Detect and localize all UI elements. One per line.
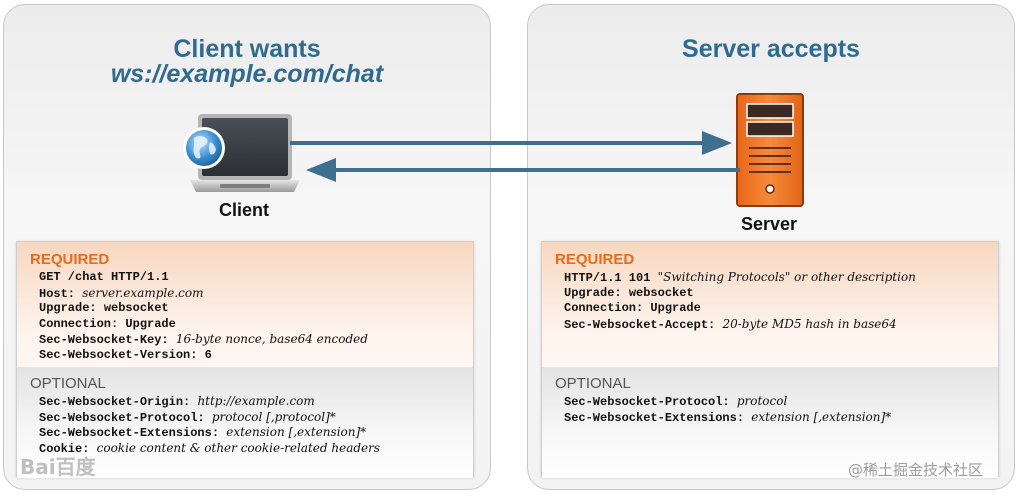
- header-value: 16-byte nonce, base64 encoded: [175, 332, 368, 346]
- header-line: Host: server.example.com: [39, 286, 368, 302]
- header-key: Cookie:: [39, 441, 90, 456]
- header-value: "Switching Protocols" or other descripti…: [657, 270, 916, 284]
- server-headers-card: REQUIRED HTTP/1.1 101 "Switching Protoco…: [541, 241, 999, 478]
- juejin-watermark: @稀土掘金技术社区: [848, 461, 984, 479]
- handshake-arrows: [290, 131, 740, 182]
- header-key: Sec-Websocket-Protocol:: [39, 410, 205, 425]
- header-line: Sec-Websocket-Extensions: extension [,ex…: [564, 410, 891, 426]
- client-label: Client: [218, 200, 269, 220]
- server-title: Server accepts: [682, 35, 860, 63]
- header-value: 20-byte MD5 hash in base64: [722, 316, 897, 331]
- header-key: Host:: [39, 286, 76, 301]
- header-line: Sec-Websocket-Version: 6: [39, 348, 368, 364]
- client-optional-title: OPTIONAL: [30, 375, 106, 392]
- header-line: Upgrade: websocket: [564, 286, 916, 302]
- header-key: Upgrade:: [39, 301, 97, 315]
- server-tower-icon: [736, 93, 804, 207]
- header-value: /chat HTTP/1.1: [60, 270, 169, 284]
- header-line: Sec-Websocket-Origin: http://example.com: [39, 394, 380, 410]
- server-optional-section: OPTIONAL Sec-Websocket-Protocol: protoco…: [542, 368, 998, 478]
- client-required-title: REQUIRED: [30, 251, 110, 268]
- laptop-globe-icon: [183, 114, 300, 192]
- header-value: protocol [,protocol]*: [211, 409, 336, 424]
- header-value: websocket: [628, 285, 694, 300]
- baidu-watermark: Bai百度: [20, 455, 96, 479]
- header-line: Connection: Upgrade: [39, 317, 368, 333]
- header-line: GET /chat HTTP/1.1: [39, 270, 368, 286]
- header-line: Sec-Websocket-Accept: 20-byte MD5 hash i…: [564, 317, 916, 333]
- server-required-section: REQUIRED HTTP/1.1 101 "Switching Protoco…: [542, 242, 998, 368]
- client-url: ws://example.com/chat: [110, 60, 384, 88]
- header-key: Sec-Websocket-Version:: [39, 347, 198, 362]
- header-key: Sec-Websocket-Origin:: [39, 395, 191, 409]
- header-value: Upgrade: [125, 316, 176, 331]
- header-line: Connection: Upgrade: [564, 301, 916, 317]
- header-value: extension [,extension]*: [226, 425, 367, 439]
- header-value: 6: [204, 347, 212, 362]
- header-line: Sec-Websocket-Protocol: protocol [,proto…: [39, 410, 380, 426]
- client-optional-section: OPTIONAL Sec-Websocket-Origin: http://ex…: [17, 368, 473, 478]
- header-line: Sec-Websocket-Protocol: protocol: [564, 394, 891, 410]
- header-key: GET: [39, 270, 61, 284]
- header-key: Upgrade:: [564, 285, 622, 300]
- header-key: Sec-Websocket-Accept:: [564, 317, 716, 332]
- header-line: HTTP/1.1 101 "Switching Protocols" or ot…: [564, 270, 916, 286]
- server-required-title: REQUIRED: [555, 251, 635, 268]
- header-line: Upgrade: websocket: [39, 301, 368, 317]
- client-optional-lines: Sec-Websocket-Origin: http://example.com…: [39, 394, 380, 456]
- client-title: Client wants: [173, 35, 321, 63]
- header-key: Sec-Websocket-Extensions:: [564, 410, 745, 425]
- header-key: Sec-Websocket-Extensions:: [39, 426, 220, 440]
- header-key: HTTP/1.1 101: [564, 271, 651, 285]
- header-key: Sec-Websocket-Key:: [39, 333, 169, 347]
- header-value: extension [,extension]*: [751, 409, 892, 424]
- header-key: Sec-Websocket-Protocol:: [564, 395, 730, 409]
- header-key: Connection:: [39, 316, 119, 331]
- arrow-left-icon: [306, 158, 740, 182]
- header-value: server.example.com: [82, 285, 204, 300]
- server-optional-title: OPTIONAL: [555, 375, 631, 392]
- header-value: http://example.com: [197, 394, 315, 408]
- arrow-right-icon: [290, 131, 732, 155]
- header-key: Connection:: [564, 301, 644, 315]
- header-line: Sec-Websocket-Key: 16-byte nonce, base64…: [39, 332, 368, 348]
- header-value: websocket: [103, 301, 169, 315]
- header-value: cookie content & other cookie-related he…: [96, 440, 381, 455]
- header-value: Upgrade: [650, 301, 701, 315]
- header-value: protocol: [736, 394, 788, 408]
- server-label: Server: [740, 214, 798, 234]
- header-line: Cookie: cookie content & other cookie-re…: [39, 441, 380, 457]
- header-line: Sec-Websocket-Extensions: extension [,ex…: [39, 425, 380, 441]
- server-required-lines: HTTP/1.1 101 "Switching Protocols" or ot…: [564, 270, 916, 332]
